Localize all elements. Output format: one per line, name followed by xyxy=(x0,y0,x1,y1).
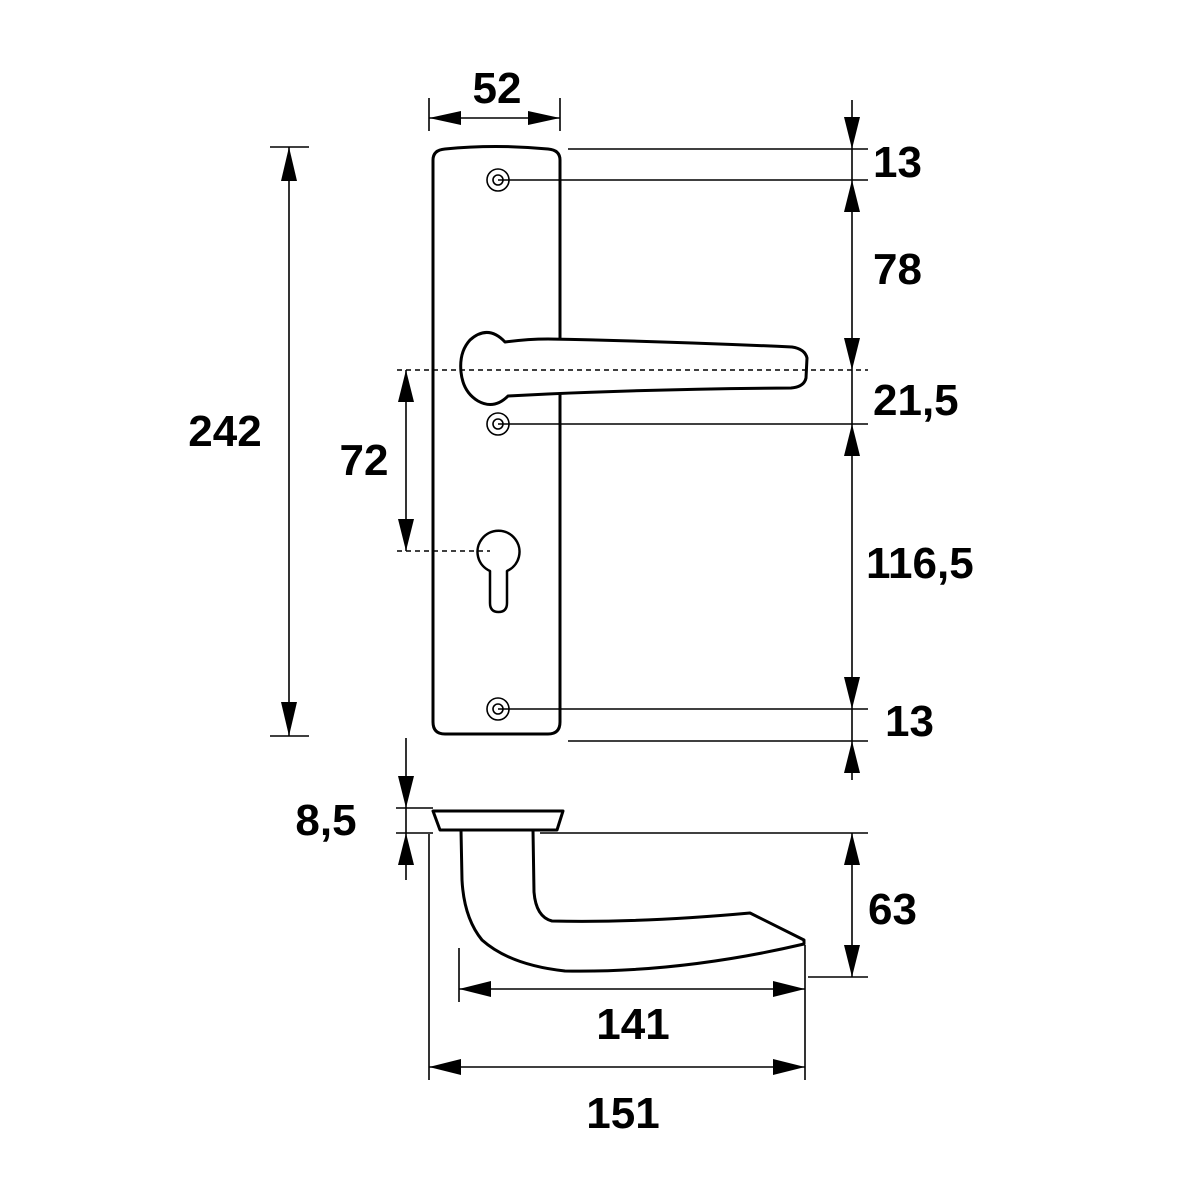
dimension-label-rose-thickness: 8,5 xyxy=(295,796,356,845)
dimension-plate-width: 52 xyxy=(428,64,561,131)
handle-side-view xyxy=(431,809,806,973)
lever-handle-side xyxy=(459,828,806,973)
dimension-label-handle-to-keyhole: 72 xyxy=(340,436,389,485)
dimension-label-handle-length: 141 xyxy=(596,1000,669,1049)
dimension-handle-length: 141 xyxy=(458,945,806,1080)
dimension-overall-length: 151 xyxy=(428,834,805,1138)
dimension-label-overall-length: 151 xyxy=(586,1089,659,1138)
lever-handle-front xyxy=(459,331,809,407)
dimension-label-plate-height: 242 xyxy=(188,407,261,456)
backplate-outline xyxy=(431,145,562,736)
dimension-rose-thickness: 8,5 xyxy=(295,738,433,880)
dimension-label-bottom-hole-offset: 13 xyxy=(885,697,934,746)
dimension-plate-height: 242 xyxy=(188,146,309,737)
dimension-label-top-hole-offset: 13 xyxy=(873,138,922,187)
backplate-front-view xyxy=(431,145,809,736)
dimension-handle-to-keyhole: 72 xyxy=(340,369,868,552)
dimension-label-hole-to-handle: 78 xyxy=(873,245,922,294)
dimension-label-hole-to-bottom-hole: 116,5 xyxy=(866,539,974,588)
rose-outline xyxy=(431,809,565,832)
dimension-chain-right xyxy=(498,100,868,780)
dimension-label-plate-width: 52 xyxy=(473,64,522,113)
dimension-handle-projection: 63 xyxy=(540,832,917,978)
dimension-label-handle-to-hole: 21,5 xyxy=(873,376,959,425)
dimension-label-handle-projection: 63 xyxy=(868,885,917,934)
